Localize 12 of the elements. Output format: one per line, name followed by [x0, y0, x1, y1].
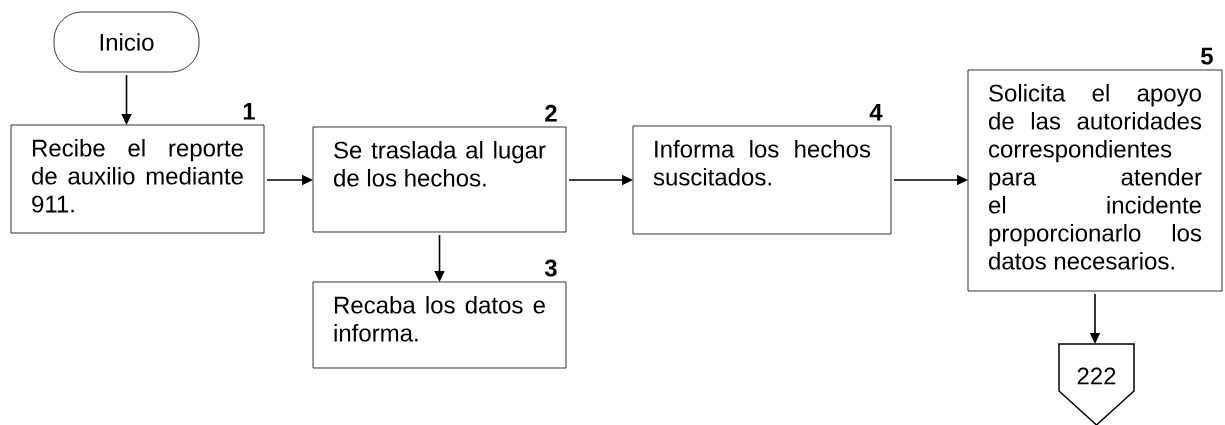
step-number: 2: [545, 104, 557, 122]
step-number: 3: [544, 259, 557, 277]
process-box: Recibe el reporte de auxilio mediante 911.: [10, 124, 265, 234]
step-number: 1: [243, 103, 255, 120]
process-box: Solicita el apoyo de las autoridades correspondientes para atender el incidente proporcionarlo los datos necesarios.: [967, 69, 1223, 292]
process-box: Recaba los datos e informa.: [312, 281, 567, 369]
off-page-connector: 222: [1058, 343, 1135, 425]
process-box: Informa los hechos suscitados.: [632, 125, 892, 235]
step-number: 4: [869, 104, 883, 121]
process-box: Se traslada al lugar de los hechos.: [312, 126, 567, 233]
step-number: 5: [1201, 47, 1213, 65]
start-terminal: Inicio: [53, 11, 200, 73]
